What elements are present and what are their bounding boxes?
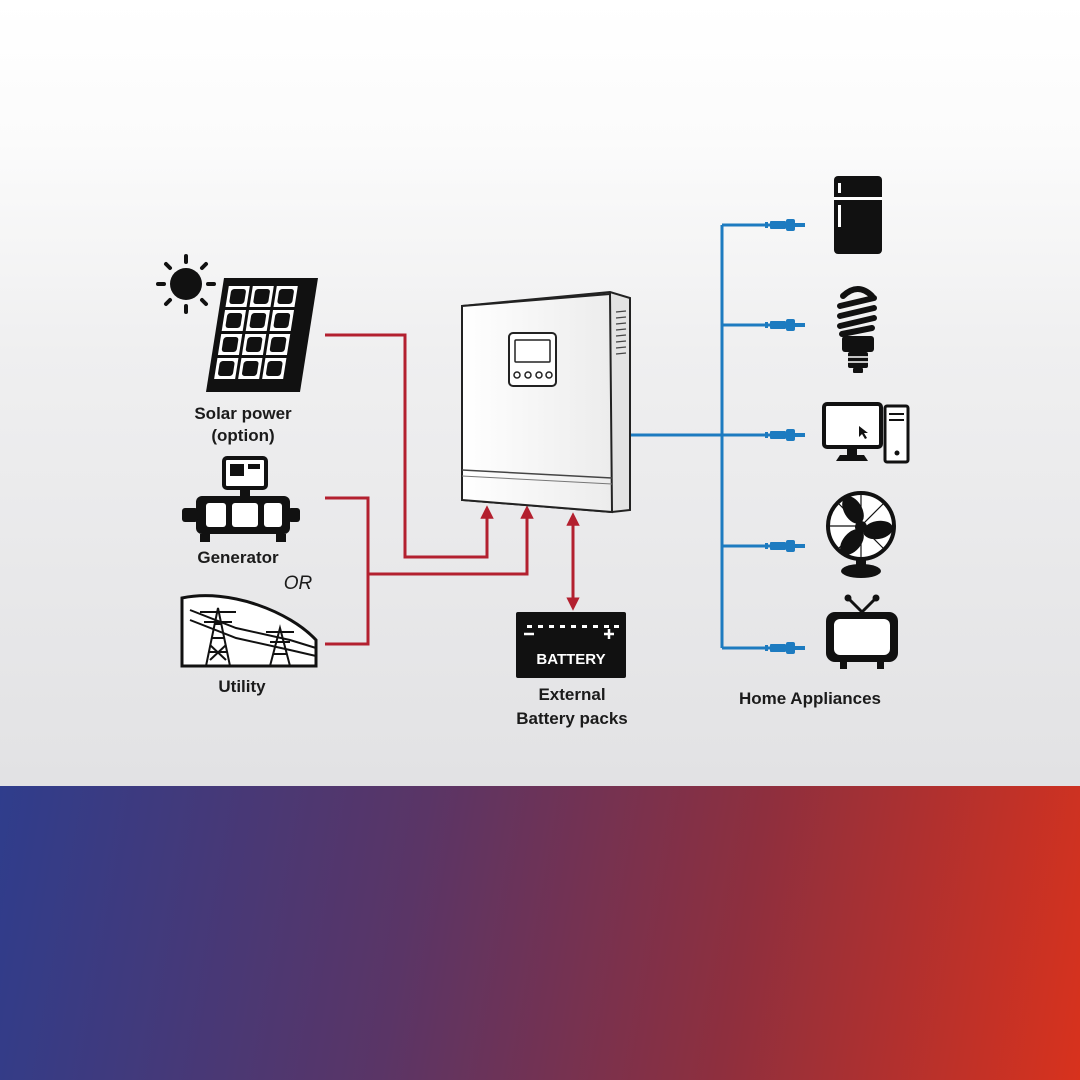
inverter-vent (615, 310, 627, 355)
solar-to-inverter-line (325, 333, 494, 559)
generator-icon (182, 456, 300, 542)
ac-to-inverter-line (368, 505, 534, 576)
battery-label: External (538, 685, 606, 704)
solar-panel-icon (206, 278, 318, 392)
gradient-band (0, 786, 1080, 1080)
system-diagram: BATTERY (156, 176, 910, 678)
inverter-button (513, 371, 521, 379)
inverter-button (545, 371, 553, 379)
plug-icon (765, 540, 805, 552)
tv-icon (826, 594, 898, 669)
utility-label: Utility (218, 677, 266, 696)
or-label: OR (283, 573, 313, 594)
inverter-button (524, 371, 532, 379)
output-wiring (628, 223, 786, 650)
plug-icon (765, 319, 805, 331)
solar-label: Solar power (194, 404, 292, 423)
generator-label: Generator (197, 548, 279, 567)
solar-option-label: (option) (211, 426, 275, 445)
refrigerator-icon (834, 176, 882, 254)
computer-icon (822, 402, 910, 464)
input-wiring (325, 333, 580, 646)
fan-icon (826, 491, 896, 578)
battery-icon: BATTERY (516, 612, 626, 678)
sun-icon (156, 254, 216, 314)
inverter-lcd (514, 339, 551, 363)
inverter-icon (461, 290, 631, 514)
utility-grid-icon (180, 594, 318, 668)
plug-icon (765, 219, 805, 231)
plug-icon (765, 642, 805, 654)
generator-line (325, 496, 370, 646)
battery-text: BATTERY (536, 651, 605, 668)
battery-packs-label: Battery packs (516, 709, 628, 728)
plug-icon (765, 429, 805, 441)
bulb-icon (837, 286, 877, 373)
home-appliances-label: Home Appliances (738, 689, 882, 708)
inverter-button (535, 371, 543, 379)
plug-icons (765, 219, 805, 654)
